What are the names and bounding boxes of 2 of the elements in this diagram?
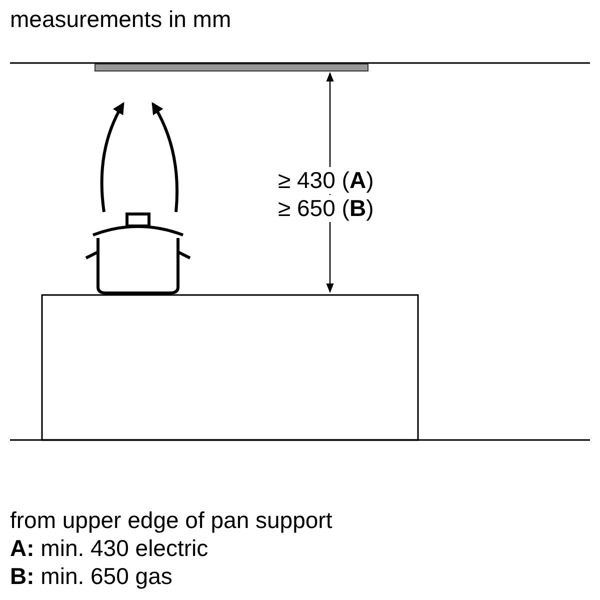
dimension-label: ≥ 650 (B): [278, 195, 374, 222]
dimension-label: ≥ 430 (A): [278, 167, 374, 194]
